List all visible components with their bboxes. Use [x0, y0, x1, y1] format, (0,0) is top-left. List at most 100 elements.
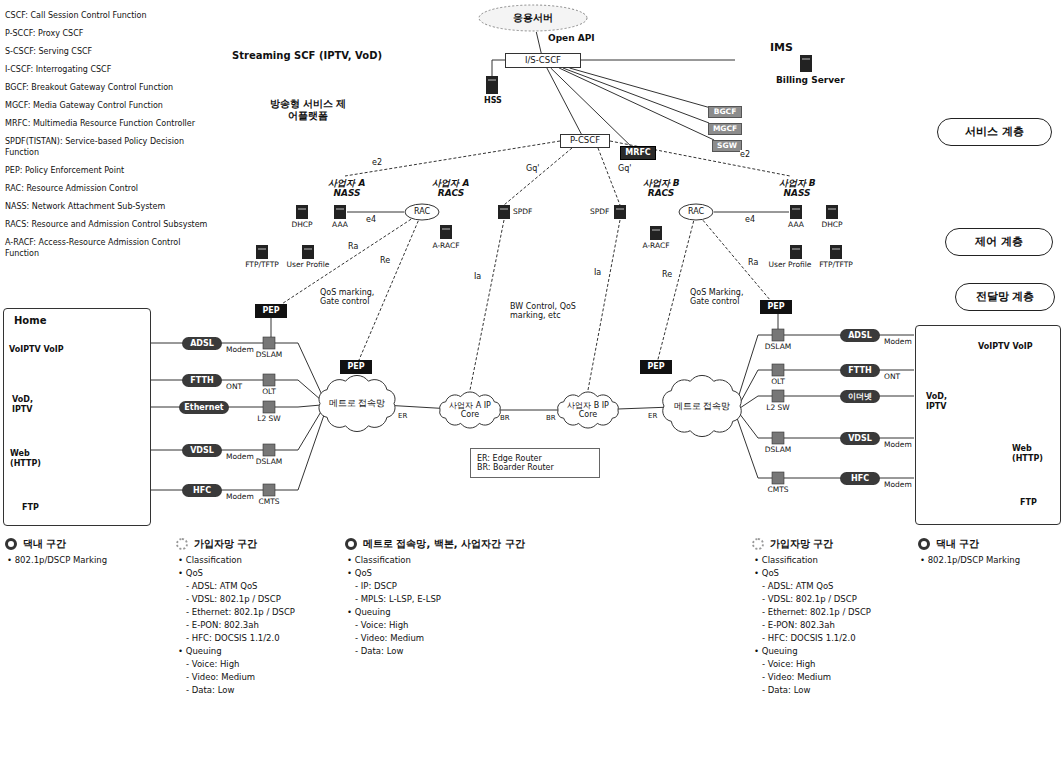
section-header: 댁내 구간 — [918, 538, 1058, 550]
access-pill: FTTH — [182, 374, 222, 387]
label: Re — [662, 270, 672, 279]
list-item: • 802.1p/DSCP Marking — [920, 554, 1058, 566]
label: ER — [648, 412, 657, 420]
function-box: P-CSCF — [560, 134, 610, 148]
node-label: 사업자 B IP Core — [564, 401, 612, 419]
label: CMTS — [258, 498, 279, 507]
text-column: 댁내 구간 • 802.1p/DSCP Marking — [5, 538, 165, 567]
node-text: Web (HTTP) — [1012, 444, 1058, 463]
list-item: - Data: Low — [186, 684, 341, 696]
label: DSLAM — [765, 446, 792, 455]
list-item: • QoS — [178, 567, 341, 579]
node-label: ER: Edge Router — [477, 454, 542, 463]
list-item: S-CSCF: Serving CSCF — [5, 46, 215, 57]
label: ONT — [226, 383, 242, 392]
text-column: 가입자망 구간• Classification• QoS- ADSL: ATM … — [176, 538, 341, 697]
section-icon — [5, 538, 17, 550]
label: A-RACF — [642, 242, 669, 251]
label: ONT — [884, 373, 900, 382]
connector — [394, 406, 440, 409]
label: Gq' — [618, 164, 631, 173]
label: BR — [500, 414, 510, 422]
label: DSLAM — [256, 458, 283, 467]
label: Ia — [474, 272, 481, 281]
label: Billing Server — [776, 75, 845, 85]
label: CMTS — [767, 486, 788, 495]
label: Gq' — [526, 164, 539, 173]
text-column: 댁내 구간 • 802.1p/DSCP Marking — [918, 538, 1058, 567]
list-item: - HFC: DOCSIS 1.1/2.0 — [186, 632, 341, 644]
text-column: CSCF: Call Session Control FunctionP-SCC… — [5, 10, 215, 266]
section-title: 댁내 구간 — [23, 538, 66, 550]
connector — [559, 68, 714, 140]
connector — [547, 68, 581, 134]
label: 사업자 B NASS — [772, 178, 822, 199]
label: Modem — [884, 441, 912, 450]
list-item: • Classification — [347, 554, 605, 566]
node-text: BR: Boarder Router — [477, 463, 554, 472]
function-box-gray: BGCF — [708, 106, 742, 118]
node-label: 제어 계층 — [975, 236, 1023, 249]
connector — [536, 32, 541, 53]
node-label: P-CSCF — [570, 136, 600, 146]
list-item: • 802.1p/DSCP Marking — [7, 554, 165, 566]
list-item: • Queuing — [347, 606, 605, 618]
section-icon — [918, 538, 930, 550]
node-label: Ethernet — [184, 403, 223, 412]
node-label: VoIPTV VoIP — [978, 342, 1058, 352]
list-item: RACS: Resource and Admission Control Sub… — [5, 219, 215, 230]
node-label: BGCF — [714, 108, 737, 117]
section-icon — [176, 538, 188, 550]
label: Modem — [884, 338, 912, 347]
connector — [570, 68, 709, 107]
layer-tag: 서비스 계층 — [937, 118, 1052, 146]
label: Re — [380, 256, 390, 265]
label: OLT — [262, 388, 276, 397]
text-column: 메트로 접속망, 백본, 사업자간 구간 • Classification• Qo… — [345, 538, 605, 658]
list-item: - Video: Medium — [762, 671, 912, 683]
access-pill: VDSL — [840, 432, 880, 445]
list-item: • QoS — [347, 567, 605, 579]
node-label: 응용서버 — [513, 12, 553, 24]
pep-box: PEP — [340, 360, 372, 374]
node-label: MRFC — [625, 148, 650, 157]
layer-tag: 전달망 계층 — [955, 283, 1055, 311]
label: Streaming SCF (IPTV, VoD) — [232, 50, 382, 62]
access-pill: HFC — [840, 472, 880, 485]
label: L2 SW — [257, 415, 281, 424]
label: Modem — [226, 346, 254, 355]
section-title: 가입자망 구간 — [194, 538, 257, 550]
node-label: PEP — [647, 362, 664, 371]
list-item: - Ethernet: 802.1p / DSCP — [762, 606, 912, 618]
node-label: 전달망 계층 — [976, 291, 1035, 304]
node-label: 서비스 계층 — [965, 126, 1024, 139]
node-label: RAC — [688, 207, 704, 216]
text-column: 가입자망 구간• Classification• QoS- ADSL: ATM … — [752, 538, 912, 697]
function-box-dark: MRFC — [620, 146, 656, 160]
note-box: ER: Edge RouterBR: Boarder Router — [470, 448, 600, 478]
list-item: - HFC: DOCSIS 1.1/2.0 — [762, 632, 912, 644]
label: SPDF — [513, 208, 532, 217]
list-item: - E-PON: 802.3ah — [762, 619, 912, 631]
section-header: 메트로 접속망, 백본, 사업자간 구간 — [345, 538, 605, 550]
label: AAA — [788, 221, 804, 230]
list-item: - Video: Medium — [355, 632, 605, 644]
layer-tag: 제어 계층 — [945, 228, 1053, 256]
node-text: Web (HTTP) — [10, 449, 52, 468]
node-label: Home — [14, 315, 46, 327]
section-header: 가입자망 구간 — [176, 538, 341, 550]
label: Ra — [348, 242, 358, 251]
section-title: 메트로 접속망, 백본, 사업자간 구간 — [363, 538, 525, 550]
label: e2 — [372, 158, 382, 167]
access-pill: ADSL — [182, 337, 222, 350]
label: e2 — [740, 150, 750, 159]
access-pill: Ethernet — [179, 401, 229, 414]
node-label: 메트로 접속망 — [329, 398, 386, 408]
node-label: PEP — [262, 306, 279, 315]
access-pill: FTTH — [840, 364, 880, 377]
label: SPDF — [590, 208, 609, 217]
node-label: VDSL — [848, 434, 872, 443]
label: A-RACF — [432, 242, 459, 251]
list-item: PEP: Policy Enforcement Point — [5, 165, 215, 176]
